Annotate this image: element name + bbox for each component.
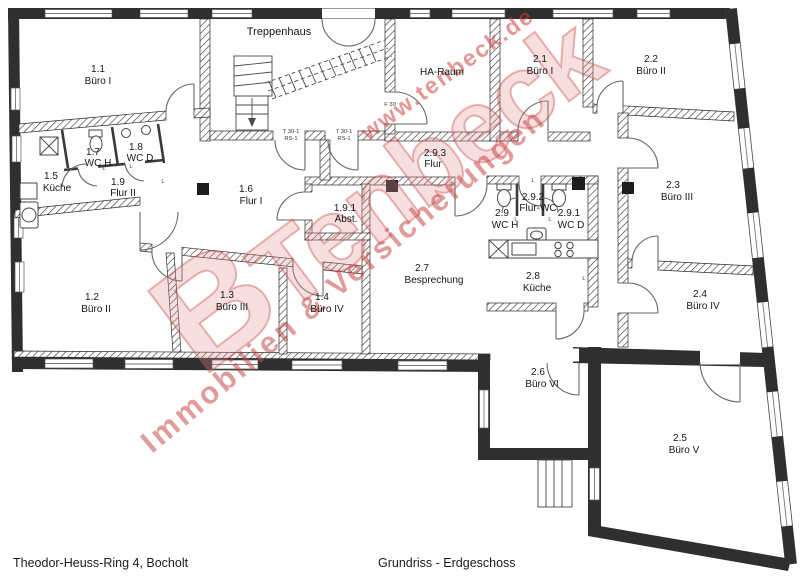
room-number-1-8: 1.8 <box>129 142 143 153</box>
interior-walls <box>14 18 754 355</box>
room-number-2-2: 2.2 <box>644 54 658 65</box>
room-number-1-1: 1.1 <box>91 64 105 75</box>
door-mark-3: L <box>161 179 165 185</box>
captions: Theodor-Heuss-Ring 4, Bocholt Grundriss … <box>13 556 516 570</box>
room-name-1-3: Büro III <box>216 302 248 313</box>
bottom-windows <box>44 358 448 371</box>
room-name-2-9-1: WC D <box>558 220 585 231</box>
room-number-2-9-2: 2.9.2 <box>522 192 545 203</box>
room-number-2-9-3: 2.9.3 <box>424 148 447 159</box>
room-name-1-4: Büro IV <box>310 304 344 315</box>
room-number-1-9-1: 1.9.1 <box>334 203 357 214</box>
room-name-1-1: Büro I <box>85 76 112 87</box>
room-labels: Treppenhaus HA-Raum 1.1 Büro I 1.2 Büro … <box>43 26 720 456</box>
room-name-1-8: WC D <box>127 153 154 164</box>
room-number-2-9: 2.9 <box>495 208 509 219</box>
room-name-1-9: Flur II <box>110 188 136 199</box>
door-mark-5: L <box>514 217 518 223</box>
room-number-2-8: 2.8 <box>526 271 540 282</box>
room-name-2-9: WC H <box>492 220 519 231</box>
room-name-2-7: Besprechung <box>405 275 464 286</box>
fire-door-label-2a: T 30-1 <box>336 129 353 135</box>
door-mark-6: L <box>548 217 552 223</box>
room-name-2-6: Büro VI <box>525 379 558 390</box>
caption-address: Theodor-Heuss-Ring 4, Bocholt <box>13 556 189 570</box>
room-number-1-3: 1.3 <box>220 290 234 301</box>
room-name-1-5: Küche <box>43 183 72 194</box>
columns <box>197 177 634 195</box>
room-name-2-9-3: Flur <box>424 159 442 170</box>
room-name-2-3: Büro III <box>661 192 693 203</box>
room-number-2-1: 2.1 <box>533 54 547 65</box>
room-number-1-5: 1.5 <box>44 171 58 182</box>
room-number-2-5: 2.5 <box>673 433 687 444</box>
outer-walls <box>8 7 797 571</box>
room-name-1-9-1: Abst. <box>335 214 358 225</box>
f30-label: F 30 <box>384 102 396 108</box>
right-wall-piers <box>725 8 797 565</box>
fire-annotations: T 30-1 RS-1 T 30-1 RS-1 F 30 L L L L L L… <box>102 102 586 282</box>
doors <box>61 18 741 403</box>
room-label-treppenhaus: Treppenhaus <box>247 26 312 38</box>
fixtures <box>19 125 599 508</box>
room-name-2-4: Büro IV <box>686 301 720 312</box>
room-name-1-6: Flur I <box>240 196 263 207</box>
room-number-2-3: 2.3 <box>666 180 680 191</box>
room-name-2-2: Büro II <box>636 66 665 77</box>
south-walls <box>478 347 791 571</box>
room-number-1-6: 1.6 <box>239 184 253 195</box>
room-number-2-4: 2.4 <box>693 289 707 300</box>
door-mark-4: L <box>531 178 535 184</box>
room-name-2-1: Büro I <box>527 66 554 77</box>
fire-door-label-1b: RS-1 <box>284 136 297 142</box>
room-label-haraum: HA-Raum <box>420 67 464 78</box>
room-number-1-7: 1.7 <box>86 147 100 158</box>
stairwell-stairs <box>233 39 393 131</box>
caption-plan-title: Grundriss - Erdgeschoss <box>378 556 516 570</box>
door-mark-1: L <box>102 166 106 172</box>
fire-door-label-1a: T 30-1 <box>283 129 300 135</box>
room-number-2-9-1: 2.9.1 <box>558 208 581 219</box>
room-number-1-9: 1.9 <box>111 177 125 188</box>
room-name-2-8: Küche <box>523 283 552 294</box>
room-name-1-2: Büro II <box>81 304 110 315</box>
room-name-2-5: Büro V <box>669 445 700 456</box>
door-mark-7: L <box>582 276 586 282</box>
room-number-1-2: 1.2 <box>85 292 99 303</box>
room-name-2-9-2: Flur-WC <box>519 203 556 214</box>
room-number-2-6: 2.6 <box>531 367 545 378</box>
room-name-1-7: WC H <box>85 158 112 169</box>
room-number-2-7: 2.7 <box>415 263 429 274</box>
fire-door-label-2b: RS-1 <box>337 136 350 142</box>
top-windows <box>44 8 671 19</box>
room-number-1-4: 1.4 <box>315 292 329 303</box>
left-windows <box>10 87 25 293</box>
door-mark-2: L <box>129 164 133 170</box>
watermark: BTenbeck Immobilien & Versicherungen www… <box>121 0 626 459</box>
